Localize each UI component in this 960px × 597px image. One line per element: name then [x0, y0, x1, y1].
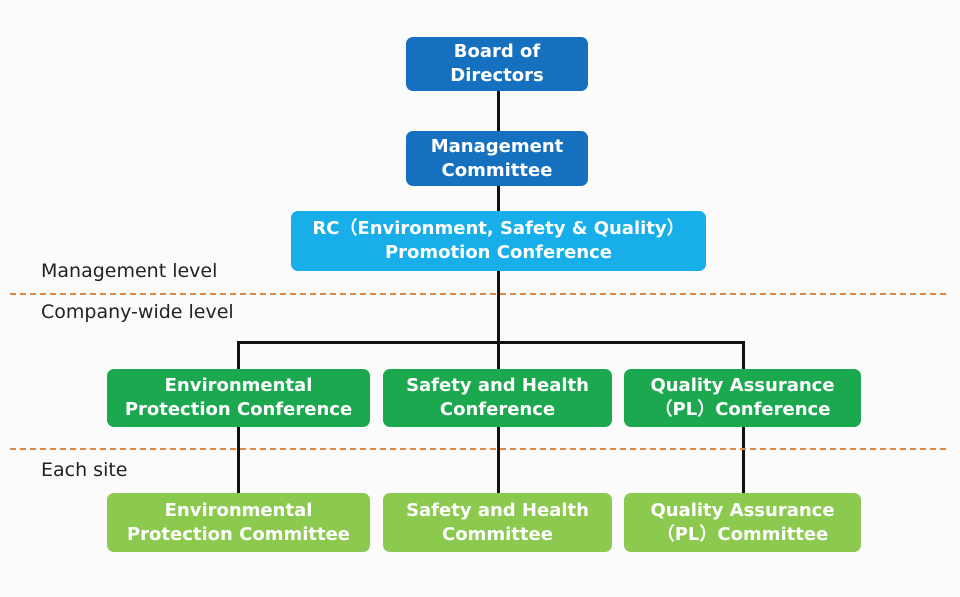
node-board-of-directors: Board of Directors [406, 37, 588, 91]
connector-safety [497, 425, 500, 494]
divider-company-site [10, 448, 946, 450]
connector-rc-branch [497, 270, 500, 370]
node-label: Quality Assurance （PL）Conference [650, 375, 835, 420]
node-label: Environmental Protection Conference [124, 375, 353, 420]
node-safety-conference: Safety and Health Conference [383, 369, 612, 427]
node-management-committee: Management Committee [406, 131, 588, 186]
node-quality-committee: Quality Assurance （PL）Committee [624, 493, 861, 552]
level-label-management: Management level [41, 260, 218, 282]
node-rc-promotion-conference: RC（Environment, Safety & Quality） Promot… [291, 211, 706, 271]
level-label-company-wide: Company-wide level [41, 301, 234, 323]
node-label: Environmental Protection Committee [126, 499, 351, 545]
node-label: RC（Environment, Safety & Quality） Promot… [312, 218, 685, 263]
node-label: Management Committee [430, 135, 564, 181]
node-quality-conference: Quality Assurance （PL）Conference [624, 369, 861, 427]
node-env-conference: Environmental Protection Conference [107, 369, 370, 427]
node-env-committee: Environmental Protection Committee [107, 493, 370, 552]
level-label-each-site: Each site [41, 459, 128, 481]
node-safety-committee: Safety and Health Committee [383, 493, 612, 552]
connector-management-rc [497, 185, 500, 212]
node-label: Quality Assurance （PL）Committee [650, 499, 835, 545]
connector-horizontal [237, 341, 745, 344]
node-label: Safety and Health Committee [406, 499, 589, 545]
node-label: Safety and Health Conference [406, 375, 589, 420]
node-label: Board of Directors [450, 41, 544, 86]
divider-management-company [10, 293, 946, 295]
connector-board-management [497, 90, 500, 132]
